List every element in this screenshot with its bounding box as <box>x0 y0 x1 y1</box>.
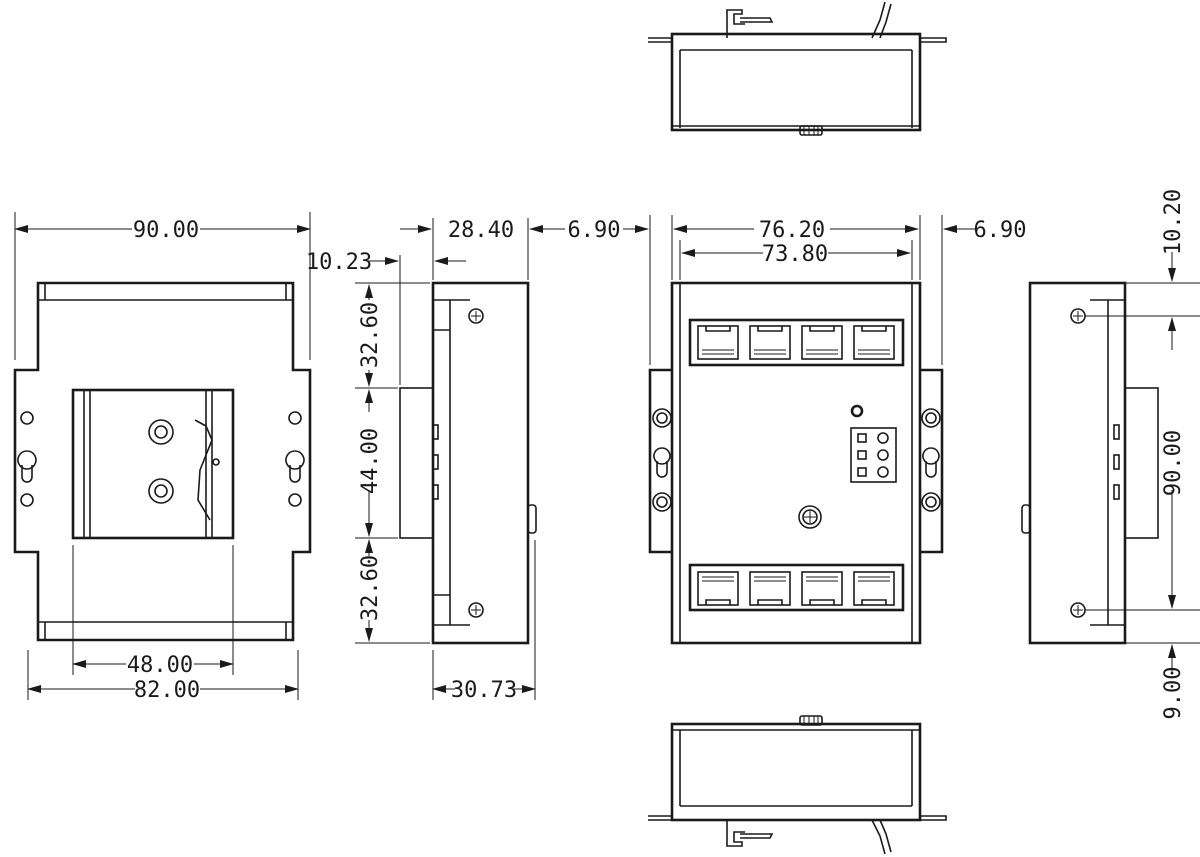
keyhole-mount-icon <box>17 450 37 483</box>
rj45-port-icon <box>853 571 895 606</box>
dim-back-base-width: 82.00 <box>134 678 200 703</box>
screw-icon <box>798 505 822 529</box>
dim-right-top-offset: 10.20 <box>1161 189 1186 255</box>
rj45-port-icon <box>801 325 843 360</box>
dim-side-depth-top: 28.40 <box>448 218 514 243</box>
rj45-port-icon <box>697 571 739 606</box>
dimension-lines <box>14 212 1200 700</box>
dim-side-upper: 32.60 <box>358 302 383 368</box>
dim-side-lower: 32.60 <box>358 555 383 621</box>
screw-icon <box>468 602 484 618</box>
screw-icon <box>468 308 484 324</box>
front-view <box>648 281 944 645</box>
screw-icon <box>148 419 174 445</box>
dim-front-inner-width: 73.80 <box>762 242 828 267</box>
dim-front-right-flange: 6.90 <box>974 218 1027 243</box>
dim-right-hole-spacing: 90.00 <box>1161 430 1186 496</box>
rj45-port-icon <box>853 325 895 360</box>
dim-side-depth-bottom: 30.73 <box>451 678 517 703</box>
led-icon <box>850 404 864 418</box>
screw-icon <box>1070 602 1086 618</box>
keyhole-mount-icon <box>653 447 671 478</box>
screw-icon <box>148 478 174 504</box>
dim-back-rail-width: 48.00 <box>127 653 193 678</box>
back-view <box>13 281 312 642</box>
dimension-labels: 90.00 48.00 82.00 10.23 28.40 32.60 44.0… <box>127 189 1186 720</box>
dim-front-outer-width: 76.20 <box>759 218 825 243</box>
keyhole-mount-icon <box>922 447 940 478</box>
side-view <box>399 281 537 645</box>
dim-right-bottom-offset: 9.00 <box>1161 667 1186 720</box>
top-view <box>648 1 947 136</box>
dim-side-top-offset: 10.23 <box>306 250 372 275</box>
right-side-view <box>1021 281 1159 645</box>
screw-icon <box>1070 308 1086 324</box>
keyhole-mount-icon <box>285 450 305 483</box>
bottom-view <box>648 715 947 855</box>
dim-side-middle: 44.00 <box>358 428 383 494</box>
rj45-port-icon <box>749 571 791 606</box>
rj45-port-icon <box>749 325 791 360</box>
rj45-port-icon <box>801 571 843 606</box>
dim-front-left-flange: 6.90 <box>568 218 621 243</box>
rj45-port-icon <box>697 325 739 360</box>
dim-back-total-width: 90.00 <box>133 218 199 243</box>
